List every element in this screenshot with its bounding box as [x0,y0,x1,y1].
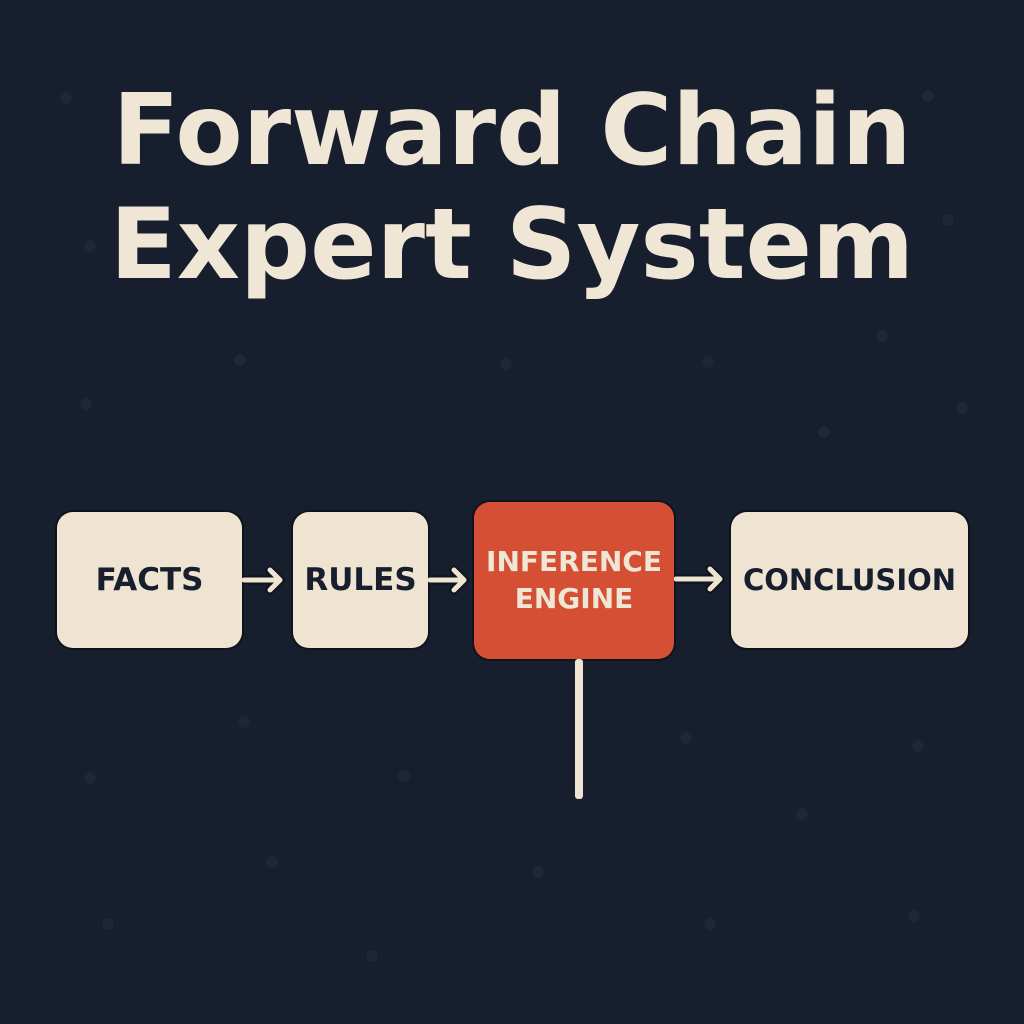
background-dot [266,856,278,868]
background-dot [704,918,716,930]
background-dot [80,398,92,410]
background-dot [818,426,830,438]
background-dot [84,240,96,252]
connector-line-down [575,659,583,799]
node-facts: FACTS [57,512,242,648]
background-dot [234,354,246,366]
background-dot [84,772,96,784]
background-dot [238,716,250,728]
background-dot [908,910,920,922]
background-dot [942,214,954,226]
arrow-right-icon [428,565,469,595]
title-line-2: Expert System [109,188,915,302]
node-engine-label-line-2: ENGINE [514,581,634,615]
background-dot [102,918,114,930]
background-dot [500,358,512,370]
background-dot [366,950,378,962]
background-dot [532,866,544,878]
node-conclusion: CONCLUSION [731,512,968,648]
node-inference-engine: INFERENCE ENGINE [474,502,674,659]
node-conclusion-label: CONCLUSION [742,563,957,597]
background-dot [702,356,714,368]
background-dot [60,92,72,104]
background-dot [796,808,808,820]
title-line-1: Forward Chain [112,74,912,188]
node-rules: RULES [293,512,428,648]
arrow-right-icon [242,565,285,595]
node-engine-label-line-1: INFERENCE [486,545,662,579]
background-dot [922,90,934,102]
node-rules-label: RULES [304,562,417,598]
background-dot [876,330,888,342]
background-dot [912,740,924,752]
node-facts-label: FACTS [95,562,204,598]
background-dot [680,732,692,744]
background-dot [398,770,410,782]
background-dot [956,402,968,414]
arrow-right-icon [674,564,725,594]
